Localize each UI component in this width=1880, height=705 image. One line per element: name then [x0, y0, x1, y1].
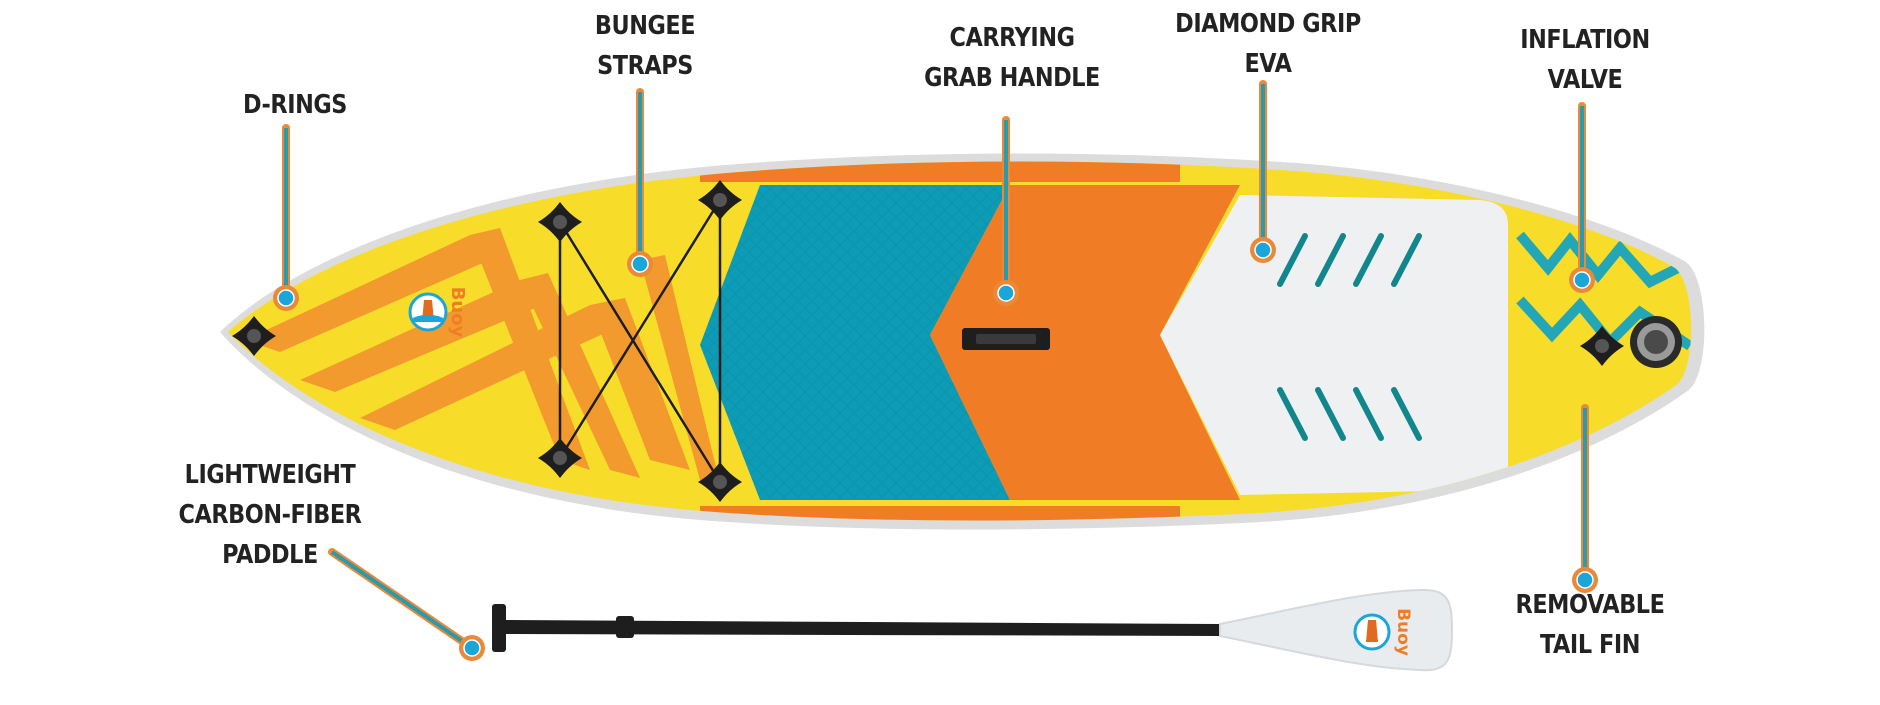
callout-line: EVA	[1244, 49, 1292, 79]
d-ring-tail	[1580, 326, 1624, 366]
callout-line: BUNGEE	[594, 11, 696, 41]
board-logo-text: Buoy	[447, 287, 468, 338]
paddle-clamp	[616, 616, 634, 638]
callout-dot-inflation-valve	[1573, 271, 1591, 289]
paddle-blade	[1219, 588, 1454, 672]
rail-band-bottom	[700, 506, 1180, 521]
callout-label-diamond-grip-eva: DIAMOND GRIP EVA	[1169, 4, 1367, 84]
callout-dot-diamond-grip-eva	[1254, 241, 1272, 259]
paddle: Buoy	[492, 588, 1454, 672]
callout-dot-lightweight-carbon-fiber-paddle	[463, 639, 481, 657]
callout-dots	[273, 237, 1598, 661]
paddle-logo	[1353, 613, 1391, 651]
callout-line: LIGHTWEIGHT	[184, 460, 356, 490]
callout-line: STRAPS	[597, 51, 693, 81]
diamond-grip-pad	[1160, 195, 1508, 495]
bungee-anchor-3	[538, 438, 582, 478]
callout-label-bungee-straps: BUNGEE STRAPS	[576, 6, 714, 86]
leader-line-core-lightweight-carbon-fiber-paddle	[330, 550, 474, 650]
paddle-t-grip	[492, 604, 506, 652]
callout-label-carrying-grab-handle: CARRYING GRAB HANDLE	[917, 18, 1106, 98]
board-logo	[408, 292, 448, 332]
d-ring-hardware	[232, 180, 1624, 502]
bungee-anchor-4	[698, 462, 742, 502]
callout-line: D-RINGS	[243, 90, 347, 120]
bungee-anchor-1	[538, 202, 582, 242]
callout-line: PADDLE	[222, 540, 318, 570]
callout-label-d-rings: D-RINGS	[226, 85, 364, 125]
callout-dot-carrying-grab-handle	[997, 284, 1015, 302]
callout-label-removable-tail-fin: REMOVABLE TAIL FIN	[1504, 585, 1676, 665]
bungee-cords	[558, 199, 722, 483]
callout-label-lightweight-carbon-fiber-paddle: LIGHTWEIGHT CARBON-FIBER PADDLE	[175, 455, 364, 575]
callout-line: DIAMOND GRIP	[1175, 9, 1361, 39]
d-ring-nose	[232, 316, 276, 356]
inflation-valve-hardware	[1630, 316, 1682, 368]
callout-line: TAIL FIN	[1539, 630, 1641, 660]
callout-leaders	[282, 80, 1589, 652]
callout-line: REMOVABLE	[1515, 590, 1665, 620]
paddle-shaft	[504, 620, 1220, 636]
bungee-anchor-2	[698, 180, 742, 220]
callout-dot-removable-tail-fin	[1576, 571, 1594, 589]
callout-dot-d-rings	[277, 289, 295, 307]
grip-stripes	[1277, 233, 1422, 441]
paddle-logo-text: Buoy	[1393, 608, 1413, 656]
callout-line: GRAB HANDLE	[924, 63, 1100, 93]
callout-line: INFLATION	[1520, 25, 1650, 55]
callout-line: CARBON-FIBER	[178, 500, 362, 530]
callout-line: VALVE	[1547, 65, 1623, 95]
grab-handle	[962, 328, 1050, 350]
callout-dot-bungee-straps	[631, 255, 649, 273]
callout-label-inflation-valve: INFLATION VALVE	[1508, 20, 1663, 100]
callout-line: CARRYING	[949, 23, 1075, 53]
